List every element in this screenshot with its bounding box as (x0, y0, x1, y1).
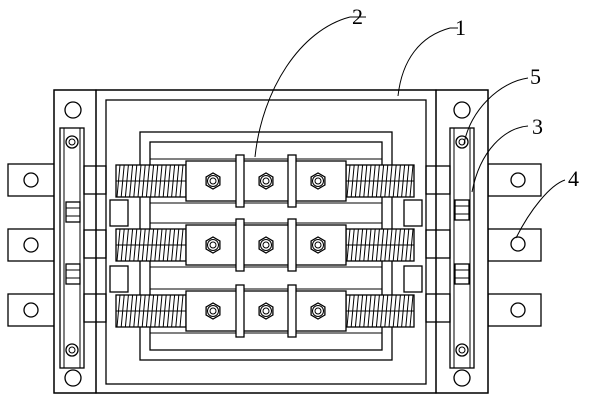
callout-label-2: 2 (352, 4, 363, 29)
divider-bar (287, 154, 297, 208)
callout-label-1: 1 (455, 15, 466, 40)
contact-plate (185, 224, 241, 266)
leader-2 (254, 16, 351, 158)
contact-rows (115, 154, 415, 338)
callout-label-3: 3 (532, 114, 543, 139)
leader-4 (515, 179, 566, 239)
left-rail (59, 127, 129, 369)
mount-hole-icon (453, 101, 471, 119)
divider-bar (287, 218, 297, 272)
divider-bar (287, 284, 297, 338)
mount-hole-icon (64, 369, 82, 387)
mount-hole-icon (64, 101, 82, 119)
right-rail (403, 127, 475, 369)
left-terminal-tabs (7, 163, 61, 327)
left-tab-top (7, 163, 61, 197)
callout-label-5: 5 (530, 64, 541, 89)
left-tab-bottom (7, 293, 61, 327)
callouts: 2 1 5 3 4 (254, 4, 579, 239)
main-body (95, 89, 437, 394)
leader-3 (471, 125, 529, 193)
divider-bar (235, 154, 245, 208)
mount-hole-icon (453, 369, 471, 387)
divider-bar (235, 218, 245, 272)
right-tab-bottom (487, 293, 542, 327)
right-tab-top (487, 163, 542, 197)
divider-bar (235, 284, 245, 338)
contact-plate (291, 160, 347, 202)
right-terminal-tabs (487, 163, 542, 327)
leader-1 (397, 27, 451, 97)
left-tab-middle (7, 228, 61, 262)
callout-label-4: 4 (568, 166, 579, 191)
leader-5 (463, 77, 529, 145)
right-tab-middle (487, 228, 542, 262)
